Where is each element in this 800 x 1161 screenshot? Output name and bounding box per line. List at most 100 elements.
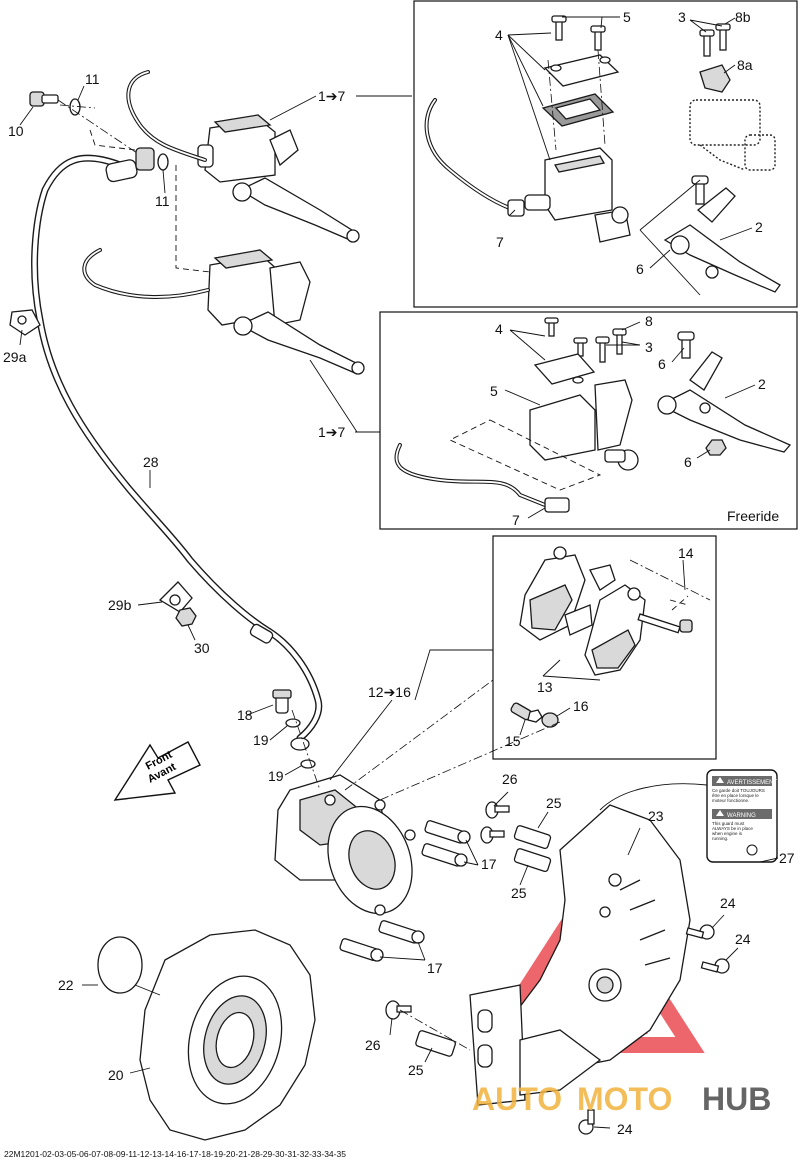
callout-17-bottom: 17	[427, 960, 443, 976]
callout-19-b: 19	[268, 768, 284, 784]
freeride-nut-6	[705, 439, 727, 456]
freeride-screw-4b	[573, 337, 588, 357]
callout-28: 28	[143, 454, 159, 470]
spacer-25c	[415, 1030, 457, 1057]
screw-5b	[590, 25, 606, 51]
o-ring-22	[97, 936, 143, 994]
callout-20: 20	[108, 1067, 124, 1083]
screw-24b	[700, 958, 730, 974]
callout-2: 2	[755, 219, 763, 235]
caliper-bolt-17c	[378, 920, 425, 944]
warning-text-fr-box: Ce garde doit TOUJOURS être en place lor…	[712, 788, 765, 803]
callout-11-mid: 11	[155, 193, 170, 209]
washer-26b	[385, 1000, 412, 1020]
washer-26c	[480, 826, 505, 844]
clamp-8a	[699, 64, 731, 93]
callout-11-top: 11	[85, 71, 100, 87]
master-cylinder-lower	[82, 248, 365, 375]
watermark-text: AUTO MOTO HUB	[472, 1081, 771, 1117]
freeride-master-body	[529, 379, 639, 471]
callout-17-top: 17	[481, 856, 497, 872]
bleed-screw-15	[510, 702, 543, 723]
callout-25-mid: 25	[511, 885, 527, 901]
caliper-bolt-17b	[421, 843, 468, 867]
callout-4: 4	[495, 27, 503, 43]
freeride-callout-7: 7	[512, 512, 520, 528]
disc-guard-23	[509, 804, 691, 1071]
ghost-master-cylinder	[689, 99, 776, 171]
warning-label-27	[706, 769, 778, 863]
brake-pad-right	[584, 584, 646, 676]
callout-27: 27	[779, 850, 795, 866]
bleed-cap-16	[541, 712, 559, 728]
callout-22: 22	[58, 977, 74, 993]
washer-26a	[485, 801, 510, 819]
pad-callout-15: 15	[505, 733, 521, 749]
callout-8b: 8b	[735, 9, 751, 25]
detail-box-freeride: 4 8 3 5 6 2 6 7 Freeride	[355, 311, 798, 530]
screw-24a	[685, 924, 715, 940]
freeride-callout-8: 8	[645, 313, 653, 329]
callout-24-b: 24	[735, 931, 751, 947]
callout-10: 10	[8, 123, 24, 139]
spacer-25a	[513, 825, 552, 850]
diaphragm	[541, 93, 615, 127]
freeride-callout-4: 4	[495, 321, 503, 337]
callout-25-top: 25	[546, 795, 562, 811]
callout-3: 3	[678, 9, 686, 25]
master-cylinder-upper	[126, 70, 360, 243]
pivot-bolt-6	[691, 175, 709, 205]
watermark-part2: MOTO	[577, 1081, 672, 1117]
caliper-bolt-17d	[339, 938, 384, 962]
freeride-lever	[657, 351, 792, 453]
callout-24-bottom: 24	[617, 1121, 633, 1137]
washer-11b	[157, 153, 169, 171]
callout-6: 6	[636, 261, 644, 277]
banjo-bolt-10	[29, 91, 59, 107]
brake-disc-20	[139, 929, 316, 1141]
screw-24c	[578, 1109, 595, 1135]
detail-box-master-cylinder: 4 5 3 8b 8a 7 6 2	[413, 0, 798, 308]
freeride-callout-3: 3	[645, 339, 653, 355]
warning-text-fr: Ce garde doit TOUJOURS être en place lor…	[712, 788, 765, 803]
callout-23: 23	[648, 808, 664, 824]
callout-25-bottom: 25	[408, 1062, 424, 1078]
pad-spring	[564, 564, 616, 636]
callout-29b: 29b	[108, 597, 132, 613]
brake-lever-2	[663, 187, 781, 293]
callout-1to7-top: 1➔7	[318, 88, 346, 104]
callout-30: 30	[194, 640, 210, 656]
freeride-switch-7	[544, 497, 570, 513]
freeride-screws-3	[595, 328, 627, 363]
pad-callout-14: 14	[678, 545, 694, 561]
diagram-reference-code: 22M1201-02-03-05-06-07-08-09-11-12-13-14…	[4, 1149, 346, 1159]
caliper-bolt-17a	[424, 820, 471, 844]
callout-12to16: 12➔16	[368, 684, 411, 700]
washer-19b	[300, 759, 316, 769]
front-direction-arrow	[113, 741, 201, 801]
callout-26-top: 26	[502, 771, 518, 787]
detail-box-brake-pads: 14 13 16 15	[492, 535, 717, 760]
warning-title-fr: AVERTISSEMENT	[727, 780, 777, 786]
clip-29b	[158, 581, 193, 613]
warning-title-en: WARNING	[727, 813, 756, 819]
brake-hose-28	[31, 147, 323, 742]
reservoir-cover	[543, 54, 620, 87]
freeride-callout-2: 2	[758, 376, 766, 392]
callout-1to7-mid: 1➔7	[318, 424, 346, 440]
clip-29a	[9, 309, 41, 336]
caliper-12-16	[274, 774, 416, 916]
callout-8a: 8a	[737, 57, 753, 73]
pad-callout-16: 16	[573, 698, 589, 714]
freeride-callout-5: 5	[490, 383, 498, 399]
freeride-callout-6a: 6	[658, 356, 666, 372]
warning-text-en: This guard must ALWAYS be in place when …	[712, 821, 753, 841]
callout-5: 5	[623, 9, 631, 25]
guard-bracket	[469, 984, 602, 1106]
callout-19-a: 19	[253, 732, 269, 748]
watermark-part1: AUTO	[472, 1081, 562, 1117]
brake-light-switch-7	[507, 199, 525, 217]
bleed-bolt-18	[272, 689, 292, 714]
screws-3	[699, 23, 731, 57]
